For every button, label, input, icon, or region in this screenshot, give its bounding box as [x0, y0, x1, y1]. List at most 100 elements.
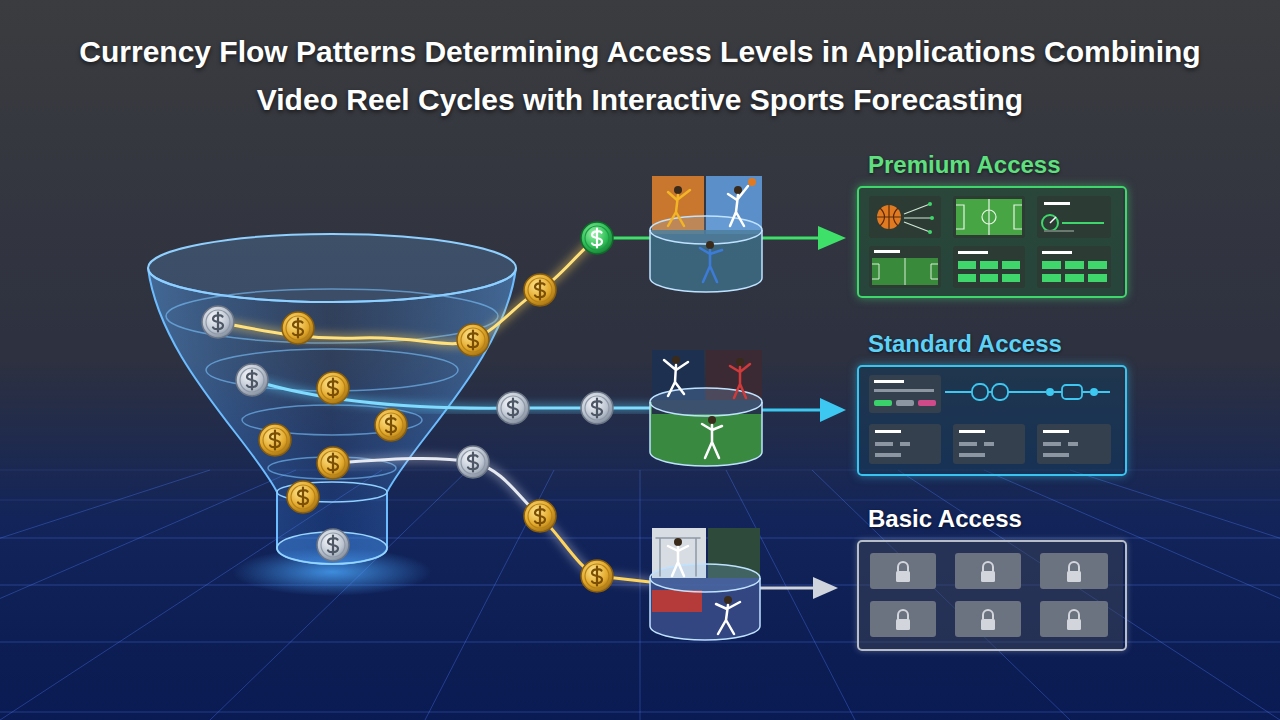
coins-part [317, 447, 349, 479]
standard-dashboard-part [857, 365, 1123, 476]
premium-dashboard-part [869, 246, 941, 288]
funnel-part [148, 234, 516, 302]
video-reel-part-part [708, 416, 716, 424]
coins-part [375, 409, 407, 441]
premium-dashboard-part [928, 202, 932, 206]
coins-part [457, 324, 489, 356]
standard-dashboard-part [1090, 388, 1098, 396]
access-tier-panel: Premium Access [857, 150, 1127, 298]
video-reel-part-part [706, 241, 714, 249]
standard-dashboard-part [874, 400, 892, 406]
standard-dashboard-part [959, 453, 985, 457]
perspective-grid-part [0, 470, 210, 720]
access-tier-panel: Basic Access [857, 504, 1127, 651]
tier-panel-border [857, 186, 1127, 298]
video-reel-part-part [672, 356, 680, 364]
coins [202, 222, 613, 592]
standard-dashboard-part [1068, 442, 1078, 446]
basic-dashboard-part-part [981, 619, 995, 630]
video-reel-part-part [730, 364, 750, 398]
basic-dashboard-part-part [983, 562, 993, 571]
coins-part [457, 446, 489, 478]
video-reel-part [650, 388, 762, 416]
basic-dashboard-part-part [898, 610, 908, 619]
basic-dashboard-part-part [1069, 562, 1079, 571]
basic-dashboard-part-part [898, 562, 908, 571]
basic-dashboard-part [857, 540, 1123, 651]
currency-flows-part [333, 458, 540, 516]
basic-dashboard-part-part [896, 571, 910, 582]
output-arrows [760, 226, 846, 599]
basic-dashboard-part-part [1067, 571, 1081, 582]
coins-part [497, 392, 529, 424]
premium-dashboard-part [1065, 261, 1084, 269]
standard-dashboard-part [1037, 424, 1111, 464]
standard-dashboard-part [959, 430, 985, 433]
video-reel-part-part [728, 186, 748, 226]
premium-dashboard-part [1044, 230, 1074, 232]
video-reel-part-part [668, 546, 688, 576]
standard-dashboard-part [945, 391, 1110, 393]
premium-dashboard-part [1050, 217, 1056, 223]
video-reel [650, 528, 760, 640]
video-reel-part [652, 590, 702, 612]
basic-dashboard-part-part [870, 553, 936, 589]
video-reel-part-part [664, 360, 688, 396]
currency-flows-part [218, 238, 597, 344]
standard-dashboard-part [984, 442, 994, 446]
premium-dashboard-part [980, 261, 998, 269]
premium-dashboard-part [1042, 215, 1058, 231]
access-tier-panel: Standard Access [857, 329, 1127, 476]
standard-dashboard-part [918, 400, 936, 406]
premium-dashboard-part [877, 205, 901, 229]
video-reel-part [668, 178, 756, 282]
standard-dashboard-part [869, 424, 941, 464]
output-arrows-part [813, 577, 838, 599]
premium-dashboard-part [1042, 261, 1061, 269]
premium-dashboard-part [956, 199, 1022, 235]
premium-dashboard-part [980, 274, 998, 282]
perspective-grid-part [0, 470, 296, 720]
standard-dashboard-part [874, 389, 934, 392]
premium-dashboard-part [874, 250, 900, 253]
premium-dashboard-part [1062, 222, 1104, 224]
standard-dashboard-part [1046, 388, 1054, 396]
premium-dashboard-part [1002, 261, 1020, 269]
basic-dashboard-part-part [1040, 601, 1108, 637]
tier-heading: Basic Access [857, 504, 1127, 534]
coins-part [581, 560, 613, 592]
standard-dashboard-part [953, 424, 1025, 464]
basic-dashboard-part-part [955, 601, 1021, 637]
premium-dashboard-part [1002, 274, 1020, 282]
premium-dashboard-part [958, 251, 988, 254]
output-arrows-part [762, 409, 822, 412]
standard-dashboard-part [988, 391, 992, 393]
coins-part [317, 529, 349, 561]
video-reel-part-part [674, 186, 682, 194]
coins-part [524, 500, 556, 532]
standard-dashboard-part [1043, 442, 1061, 446]
basic-dashboard-part [896, 562, 1081, 630]
funnel [148, 234, 516, 596]
premium-dashboard-part [956, 199, 1022, 235]
premium-dashboard-part [1037, 196, 1111, 238]
standard-dashboard-part [992, 384, 1008, 400]
standard-dashboard-part [875, 442, 893, 446]
video-reel-part [650, 230, 762, 292]
premium-dashboard-part [1042, 251, 1072, 254]
premium-dashboard-part [872, 258, 938, 285]
coins-part [236, 364, 268, 396]
basic-dashboard-part-part [1069, 610, 1079, 619]
perspective-grid [0, 470, 1280, 720]
output-arrows-part [762, 237, 822, 240]
premium-dashboard-part [872, 258, 938, 285]
basic-dashboard-part-part [955, 553, 1021, 589]
video-reel-part-part [674, 538, 682, 546]
output-arrows-part [820, 398, 846, 422]
coins-part [524, 274, 556, 306]
video-reel-part [650, 402, 762, 466]
standard-dashboard-part [874, 380, 904, 383]
diagram-title: Currency Flow Patterns Determining Acces… [40, 28, 1240, 124]
video-reel-part-part [716, 602, 740, 634]
